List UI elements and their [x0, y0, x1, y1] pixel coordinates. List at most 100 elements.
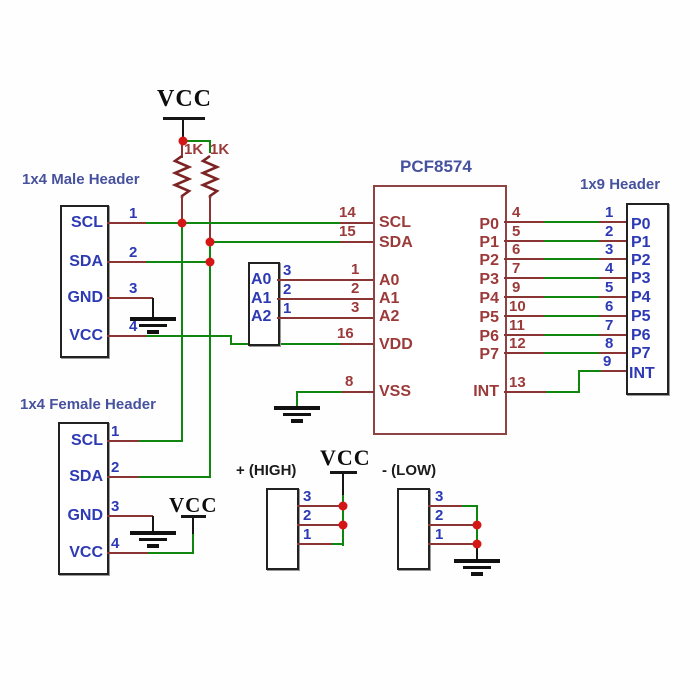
- high-pin-num-2: 2: [303, 507, 312, 524]
- out-pin-num-7: 7: [605, 317, 614, 334]
- wire-male-vcc-stub: [107, 335, 146, 337]
- out-header-box: [626, 203, 669, 395]
- male-pin-num-1: 1: [129, 205, 138, 222]
- wire-vdd-run: [230, 343, 340, 345]
- male-header-title: 1x4 Male Header: [22, 171, 140, 188]
- chip-pin-num-16: 16: [337, 325, 354, 342]
- wire-p4-b: [544, 296, 599, 298]
- chip-pin-num-3: 3: [351, 299, 360, 316]
- wire-vss-stem: [296, 391, 298, 406]
- chip-body: [373, 185, 507, 435]
- wire-int-d: [601, 370, 627, 372]
- junction-dot-scl: [177, 218, 187, 228]
- female-pin-num-1: 1: [111, 423, 120, 440]
- wire-high-1a: [297, 543, 332, 545]
- out-pin-num-9: 9: [603, 353, 612, 370]
- chip-pin-num-2: 2: [351, 280, 360, 297]
- chip-pin-num-15: 15: [339, 223, 356, 240]
- wire-high-1b: [332, 543, 344, 545]
- wire-p6-b: [544, 334, 599, 336]
- resistor1-value: 1K: [184, 141, 204, 158]
- male-pin-num-3: 3: [129, 280, 138, 297]
- wire-low-1: [428, 543, 478, 545]
- chip-pin-label-vss: VSS: [379, 383, 412, 400]
- wire-p5-a: [504, 315, 544, 317]
- wire-chip-sda-stub: [340, 241, 374, 243]
- junction-dot-vcc: [178, 136, 188, 146]
- low-header-title: - (LOW): [382, 462, 437, 479]
- wire-female-sda-link: [139, 476, 211, 478]
- wire-p0-a: [504, 221, 544, 223]
- chip-pin-label-p3: P3: [479, 271, 499, 288]
- male-header-box: [60, 205, 109, 358]
- wire-male-sda-link: [146, 261, 211, 263]
- female-pin-label-gnd: GND: [67, 507, 103, 524]
- low-pin-num-3: 3: [435, 488, 444, 505]
- chip-pin-num-4: 4: [512, 204, 521, 221]
- wire-p7-a: [504, 352, 544, 354]
- high-pin-num-3: 3: [303, 488, 312, 505]
- junction-dot-sda-chip: [205, 237, 215, 247]
- out-header-title: 1x9 Header: [580, 176, 661, 193]
- vcc-female-stem: [192, 517, 194, 535]
- wire-p2-b: [544, 258, 599, 260]
- wire-p7-b: [544, 352, 599, 354]
- junction-dot-sda-male: [205, 257, 215, 267]
- wire-chip-scl-stub: [340, 222, 374, 224]
- addr-pin-num-1: 1: [283, 300, 292, 317]
- chip-pin-label-p1: P1: [479, 234, 499, 251]
- wire-female-vcc-link: [148, 552, 194, 554]
- chip-pin-label-vdd: VDD: [379, 336, 413, 353]
- male-pin-label-vcc: VCC: [69, 327, 103, 344]
- wire-a2: [277, 317, 374, 319]
- wire-chip-vdd-stub: [340, 343, 374, 345]
- chip-pin-num-9: 9: [512, 279, 521, 296]
- wire-female-vcc-stub: [107, 552, 148, 554]
- wire-female-sda-stub: [107, 476, 139, 478]
- high-header-title: + (HIGH): [236, 462, 297, 479]
- vcc-female-bar: [181, 515, 206, 518]
- out-pin-num-2: 2: [605, 223, 614, 240]
- male-pin-label-sda: SDA: [69, 253, 103, 270]
- wire-low-gnd-stem: [476, 543, 478, 559]
- wire-int-b: [546, 391, 580, 393]
- wire-male-gnd: [107, 297, 153, 299]
- addr-label-a1: A1: [251, 290, 272, 307]
- chip-pin-label-p6: P6: [479, 328, 499, 345]
- wire-vcc-stem: [182, 119, 184, 142]
- high-header-box: [266, 488, 299, 570]
- ground-symbol-male: [130, 317, 176, 334]
- female-pin-num-4: 4: [111, 535, 120, 552]
- wire-male-sda-stub: [107, 261, 146, 263]
- chip-pin-num-8: 8: [345, 373, 354, 390]
- low-pin-num-1: 1: [435, 526, 444, 543]
- female-pin-label-vcc: VCC: [69, 544, 103, 561]
- chip-pin-num-11: 11: [509, 317, 525, 334]
- chip-pin-label-p7: P7: [479, 346, 499, 363]
- wire-p0-c: [599, 221, 627, 223]
- wire-high-3: [297, 505, 343, 507]
- chip-pin-num-6: 6: [512, 241, 521, 258]
- male-pin-num-2: 2: [129, 244, 138, 261]
- low-pin-num-2: 2: [435, 507, 444, 524]
- wire-vss-stub: [342, 391, 374, 393]
- resistor1-zigzag: [171, 154, 193, 198]
- vcc-mid-stem: [342, 473, 344, 496]
- wire-male-vcc-run: [146, 335, 232, 337]
- wire-int-vert: [578, 370, 580, 392]
- wire-p3-c: [599, 277, 627, 279]
- wire-p4-a: [504, 296, 544, 298]
- wire-p1-b: [544, 240, 599, 242]
- chip-pin-label-a0: A0: [379, 272, 400, 289]
- female-pin-num-3: 3: [111, 498, 120, 515]
- ground-symbol-female: [130, 531, 176, 548]
- low-header-box: [397, 488, 430, 570]
- wire-p0-b: [544, 221, 599, 223]
- wire-p7-c: [599, 352, 627, 354]
- wire-vdd-jog: [230, 335, 232, 344]
- wire-vcc-elbow: [183, 140, 211, 142]
- wire-p4-c: [599, 296, 627, 298]
- vcc-female-label: VCC: [169, 493, 218, 517]
- out-pin-num-6: 6: [605, 298, 614, 315]
- ground-symbol-vss: [274, 406, 320, 423]
